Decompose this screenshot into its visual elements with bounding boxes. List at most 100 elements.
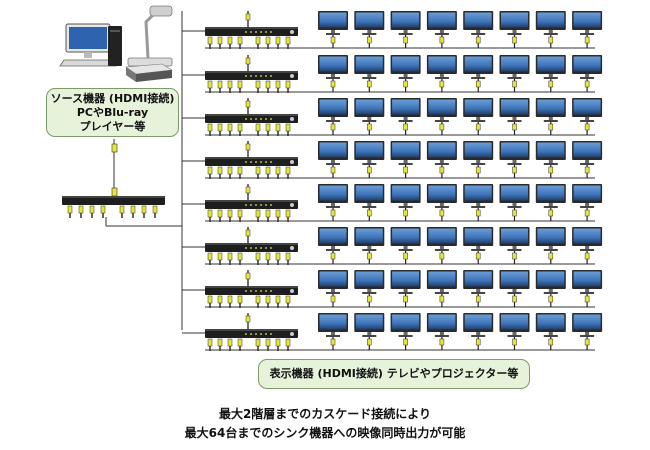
hdmi-connector-icon (275, 36, 281, 49)
hdmi-connector-icon (285, 338, 291, 351)
hdmi-connector-icon (255, 123, 261, 136)
hdmi-connector-icon (255, 166, 261, 179)
caption-line2: 最大64台までのシンク機器への映像同時出力が可能 (184, 426, 466, 440)
hdmi-connector-icon (207, 295, 213, 308)
hdmi-connector-icon (285, 295, 291, 308)
hdmi-connector-icon (207, 252, 213, 265)
hdmi-connector-icon (285, 166, 291, 179)
hdmi-connector-icon (217, 80, 223, 93)
display-device-label: 表示機器 (HDMI接続) テレビやプロジェクター等 (258, 359, 530, 389)
hdmi-connector-icon (255, 252, 261, 265)
monitor-icon (426, 227, 457, 264)
hdmi-connector-icon (275, 209, 281, 222)
hdmi-connector-icon (255, 80, 261, 93)
monitor-icon (572, 11, 603, 48)
monitor-icon (354, 227, 385, 264)
monitor-icon (390, 184, 421, 221)
monitor-icon (499, 227, 530, 264)
hdmi-connector-icon (217, 166, 223, 179)
hdmi-connector-icon (227, 166, 233, 179)
monitor-icon (390, 98, 421, 135)
hdmi-connector-icon (207, 80, 213, 93)
monitor-icon (535, 55, 566, 92)
hdmi-connector-icon (265, 295, 271, 308)
hdmi-connector-icon (78, 205, 84, 218)
hdmi-splitter-icon (205, 27, 298, 36)
hdmi-connector-icon (217, 123, 223, 136)
monitor-icon (354, 11, 385, 48)
monitor-icon (390, 11, 421, 48)
hdmi-connector-icon (245, 57, 251, 65)
monitor-icon (572, 184, 603, 221)
monitor-icon (535, 313, 566, 350)
hdmi-connector-icon (119, 205, 125, 218)
monitor-icon (354, 98, 385, 135)
hdmi-connector-icon (275, 295, 281, 308)
hdmi-splitter-icon (205, 243, 298, 252)
hdmi-splitter-icon (205, 200, 298, 209)
monitor-icon (318, 184, 348, 221)
monitor-icon (463, 55, 494, 92)
hdmi-connector-icon (227, 295, 233, 308)
monitor-icon (463, 184, 494, 221)
monitor-icon (354, 313, 385, 350)
hdmi-connector-icon (217, 295, 223, 308)
hdmi-connector-icon (89, 205, 95, 218)
monitor-icon (390, 141, 421, 178)
computer-icon (59, 23, 122, 67)
hdmi-connector-icon (237, 80, 243, 93)
monitor-icon (499, 270, 530, 307)
monitor-icon (499, 11, 530, 48)
hdmi-connector-icon (227, 209, 233, 222)
hdmi-connector-icon (285, 80, 291, 93)
monitor-icon (463, 11, 494, 48)
monitor-icon (426, 98, 457, 135)
monitor-icon (499, 55, 530, 92)
monitor-icon (572, 270, 603, 307)
hdmi-connector-icon (275, 123, 281, 136)
hdmi-connector-icon (275, 252, 281, 265)
hdmi-connector-icon (285, 252, 291, 265)
monitor-icon (390, 55, 421, 92)
monitor-icon (535, 227, 566, 264)
caption: 最大2階層までのカスケード接続により 最大64台までのシンク機器への映像同時出力… (0, 405, 650, 443)
hdmi-connector-icon (130, 205, 136, 218)
hdmi-connector-icon (237, 123, 243, 136)
monitor-icon (426, 141, 457, 178)
main-splitter-ports (67, 205, 158, 218)
monitor-icon (318, 11, 348, 48)
hdmi-connector-icon (245, 229, 251, 237)
monitor-icon (354, 141, 385, 178)
monitor-icon (318, 313, 348, 350)
monitor-icon (318, 98, 348, 135)
hdmi-splitter-icon (205, 286, 298, 295)
hdmi-connector-icon (245, 100, 251, 108)
hdmi-connector-icon (265, 209, 271, 222)
monitor-icon (535, 11, 566, 48)
monitor-icon (426, 55, 457, 92)
monitor-icon (390, 270, 421, 307)
monitor-icon (463, 270, 494, 307)
hdmi-connector-icon (227, 252, 233, 265)
monitor-icon (426, 313, 457, 350)
hdmi-connector-icon (152, 205, 158, 218)
hdmi-connector-icon (217, 36, 223, 49)
hdmi-connector-icon (265, 80, 271, 93)
source-device-label: ソース機器 (HDMI接続) PCやBlu-ray プレイヤー等 (46, 88, 179, 137)
hdmi-connector-icon (265, 338, 271, 351)
hdmi-connector-icon (285, 123, 291, 136)
splitter-row (182, 11, 603, 49)
monitor-icon (463, 227, 494, 264)
splitter-row (182, 141, 603, 179)
source-label-line1: ソース機器 (HDMI接続) (50, 92, 175, 105)
monitor-icon (463, 313, 494, 350)
hdmi-connector-icon (217, 338, 223, 351)
hdmi-connector-icon (227, 36, 233, 49)
hdmi-splitter-main (62, 196, 165, 205)
hdmi-splitter-icon (205, 157, 298, 166)
source-label-line3: プレイヤー等 (79, 120, 146, 133)
hdmi-connector-icon (111, 143, 118, 153)
hdmi-connector-icon (207, 338, 213, 351)
hdmi-connector-icon (245, 315, 251, 323)
hdmi-connector-icon (255, 338, 261, 351)
